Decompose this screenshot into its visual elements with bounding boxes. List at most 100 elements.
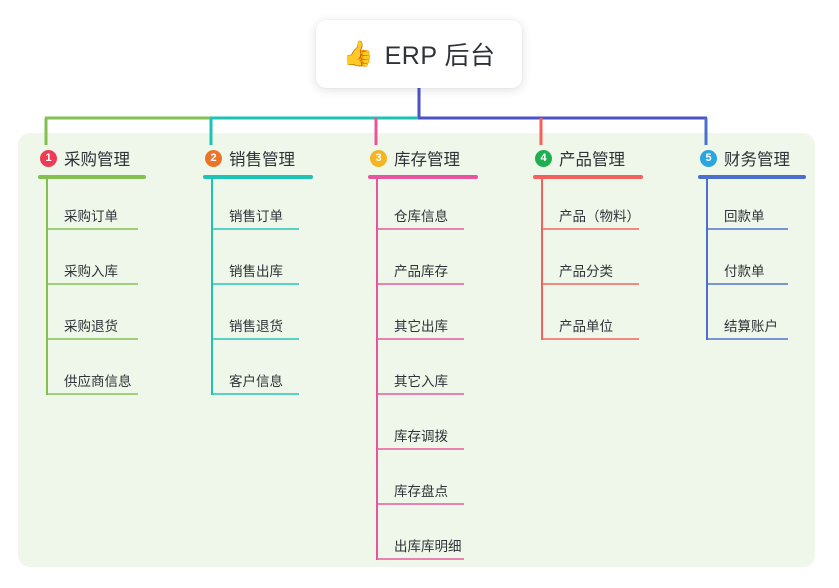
branch-item-label: 销售出库 xyxy=(229,264,283,279)
branch-item[interactable]: 仓库信息 xyxy=(368,179,478,234)
branch-item-label: 回款单 xyxy=(724,209,765,224)
branch-underline xyxy=(533,175,643,179)
branch-number-badge: 3 xyxy=(370,149,387,167)
branch-title: 产品管理 xyxy=(559,151,625,169)
branch-item-underline xyxy=(376,283,464,285)
branch-item[interactable]: 结算账户 xyxy=(698,289,806,344)
branch-header-5[interactable]: 5 财务管理 xyxy=(698,146,806,170)
branch-item[interactable]: 销售出库 xyxy=(203,234,313,289)
branch-item[interactable]: 销售退货 xyxy=(203,289,313,344)
branch-item-underline xyxy=(376,448,464,450)
branch-item-label: 其它入库 xyxy=(394,374,448,389)
branch-item-list: 采购订单采购入库采购退货供应商信息 xyxy=(38,179,146,399)
branch-item-underline xyxy=(706,338,788,340)
branch-item[interactable]: 产品分类 xyxy=(533,234,643,289)
branch-item[interactable]: 客户信息 xyxy=(203,344,313,399)
branch-number-badge: 2 xyxy=(205,149,222,167)
branch-header-3[interactable]: 3 库存管理 xyxy=(368,146,478,170)
branch-number-badge: 4 xyxy=(535,149,552,167)
branch-item-label: 供应商信息 xyxy=(64,374,132,389)
branch-item-underline xyxy=(211,338,299,340)
branch-item-label: 客户信息 xyxy=(229,374,283,389)
branch-item-list: 销售订单销售出库销售退货客户信息 xyxy=(203,179,313,399)
branch-item[interactable]: 库存调拨 xyxy=(368,399,478,454)
branch-underline xyxy=(368,175,478,179)
branch-item-underline xyxy=(541,338,639,340)
branch-item-label: 仓库信息 xyxy=(394,209,448,224)
branch-title: 销售管理 xyxy=(229,151,295,169)
branch-item-label: 产品库存 xyxy=(394,264,448,279)
root-title: ERP 后台 xyxy=(384,42,496,70)
branch-item[interactable]: 出库库明细 xyxy=(368,509,478,564)
branch-spine xyxy=(376,179,378,560)
branch-item-underline xyxy=(541,228,639,230)
branch-item-underline xyxy=(46,338,138,340)
branch-column-2: 2 销售管理销售订单销售出库销售退货客户信息 xyxy=(203,146,313,399)
branch-item-label: 采购入库 xyxy=(64,264,118,279)
branch-item[interactable]: 回款单 xyxy=(698,179,806,234)
branch-spine xyxy=(211,179,213,395)
branch-item[interactable]: 其它出库 xyxy=(368,289,478,344)
branch-item-underline xyxy=(46,228,138,230)
thumbs-up-icon: 👍 xyxy=(342,39,374,68)
branch-item-label: 结算账户 xyxy=(724,319,778,334)
branch-item[interactable]: 库存盘点 xyxy=(368,454,478,509)
branch-item-label: 销售退货 xyxy=(229,319,283,334)
branch-item-underline xyxy=(706,228,788,230)
branch-item[interactable]: 供应商信息 xyxy=(38,344,146,399)
branch-item-label: 付款单 xyxy=(724,264,765,279)
branch-item-list: 仓库信息产品库存其它出库其它入库库存调拨库存盘点出库库明细 xyxy=(368,179,478,564)
branch-item-underline xyxy=(211,393,299,395)
branch-item-underline xyxy=(376,503,464,505)
branch-title: 库存管理 xyxy=(394,151,460,169)
branch-item[interactable]: 其它入库 xyxy=(368,344,478,399)
branch-item-underline xyxy=(46,393,138,395)
branch-item-list: 回款单付款单结算账户 xyxy=(698,179,806,344)
branch-item-label: 采购订单 xyxy=(64,209,118,224)
branch-item-label: 产品分类 xyxy=(559,264,613,279)
root-node[interactable]: 👍 ERP 后台 xyxy=(316,20,522,88)
branch-spine xyxy=(706,179,708,340)
branch-column-3: 3 库存管理仓库信息产品库存其它出库其它入库库存调拨库存盘点出库库明细 xyxy=(368,146,478,564)
branch-item-label: 库存盘点 xyxy=(394,484,448,499)
branch-header-4[interactable]: 4 产品管理 xyxy=(533,146,643,170)
branch-underline xyxy=(38,175,146,179)
branch-item[interactable]: 产品库存 xyxy=(368,234,478,289)
branch-title: 财务管理 xyxy=(724,151,790,169)
branch-item[interactable]: 产品（物料） xyxy=(533,179,643,234)
branch-column-1: 1 采购管理采购订单采购入库采购退货供应商信息 xyxy=(38,146,146,399)
branch-underline xyxy=(698,175,806,179)
branch-item[interactable]: 采购退货 xyxy=(38,289,146,344)
branch-column-5: 5 财务管理回款单付款单结算账户 xyxy=(698,146,806,344)
branch-item-underline xyxy=(211,283,299,285)
branch-item-underline xyxy=(46,283,138,285)
branch-item[interactable]: 采购订单 xyxy=(38,179,146,234)
branch-item-label: 产品（物料） xyxy=(559,209,640,224)
branch-item-list: 产品（物料） 产品分类产品单位 xyxy=(533,179,643,344)
branch-item-label: 出库库明细 xyxy=(394,539,462,554)
branch-item[interactable]: 产品单位 xyxy=(533,289,643,344)
branch-header-1[interactable]: 1 采购管理 xyxy=(38,146,146,170)
branch-title: 采购管理 xyxy=(64,151,130,169)
branch-item-label: 采购退货 xyxy=(64,319,118,334)
branch-item[interactable]: 付款单 xyxy=(698,234,806,289)
branch-item-underline xyxy=(376,228,464,230)
branch-item-underline xyxy=(211,228,299,230)
branch-column-4: 4 产品管理产品（物料） 产品分类产品单位 xyxy=(533,146,643,344)
branch-spine xyxy=(46,179,48,395)
branch-item-label: 产品单位 xyxy=(559,319,613,334)
branch-item-underline xyxy=(376,393,464,395)
branch-item-underline xyxy=(541,283,639,285)
branch-number-badge: 1 xyxy=(40,149,57,167)
branch-item[interactable]: 采购入库 xyxy=(38,234,146,289)
branch-item-label: 库存调拨 xyxy=(394,429,448,444)
branches-panel xyxy=(18,133,815,567)
branch-number-badge: 5 xyxy=(700,149,717,167)
branch-underline xyxy=(203,175,313,179)
branch-item[interactable]: 销售订单 xyxy=(203,179,313,234)
branch-header-2[interactable]: 2 销售管理 xyxy=(203,146,313,170)
branch-item-underline xyxy=(376,338,464,340)
branch-item-label: 其它出库 xyxy=(394,319,448,334)
